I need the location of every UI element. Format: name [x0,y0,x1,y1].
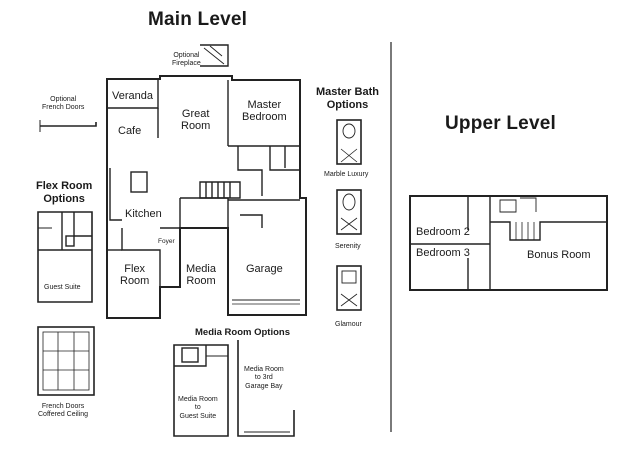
optional-fireplace-label: Optional Fireplace [172,52,201,68]
media-to-garage-bay-label: Media Room to 3rd Garage Bay [244,366,284,390]
flex-guest-suite-drawing [37,211,93,303]
bath-option-glamour: Glamour [335,321,362,328]
room-kitchen: Kitchen [125,208,162,220]
bath-option-marble-luxury: Marble Luxury [324,171,369,178]
room-garage: Garage [246,263,283,275]
room-bedroom-3: Bedroom 3 [416,247,470,259]
fireplace-option-drawing [200,44,229,67]
room-great-room: Great Room [181,108,211,132]
room-master-bedroom: Master Bedroom [242,99,287,123]
room-media: Media Room [186,263,216,287]
french-doors-option-drawing [39,120,97,132]
room-cafe: Cafe [118,125,142,137]
media-guest-suite-drawing [173,344,229,437]
flex-room-options-title: Flex Room Options [36,180,93,206]
flex-coffered-ceiling-drawing [37,326,95,396]
french-doors-coffered-caption: French Doors Coffered Ceiling [38,403,89,419]
room-bonus: Bonus Room [527,249,591,261]
room-flex: Flex Room [120,263,150,287]
room-veranda: Veranda [112,90,153,102]
main-level-title: Main Level [148,9,248,30]
upper-level-walls [409,195,608,291]
optional-french-doors-label: Optional French Doors [42,96,85,112]
room-bedroom-2: Bedroom 2 [416,226,470,238]
master-bath-options-title: Master Bath Options [316,86,379,112]
upper-level-title: Upper Level [445,113,556,134]
media-garage-bay-drawing [237,340,295,437]
bath-option-drawings [336,119,362,311]
bath-option-serenity: Serenity [335,243,361,250]
room-foyer: Foyer [158,238,175,245]
media-room-options-title: Media Room Options [195,327,290,338]
main-level-walls [106,75,307,319]
guest-suite-label: Guest Suite [44,284,81,291]
media-to-guest-suite-label: Media Room to Guest Suite [178,396,218,420]
